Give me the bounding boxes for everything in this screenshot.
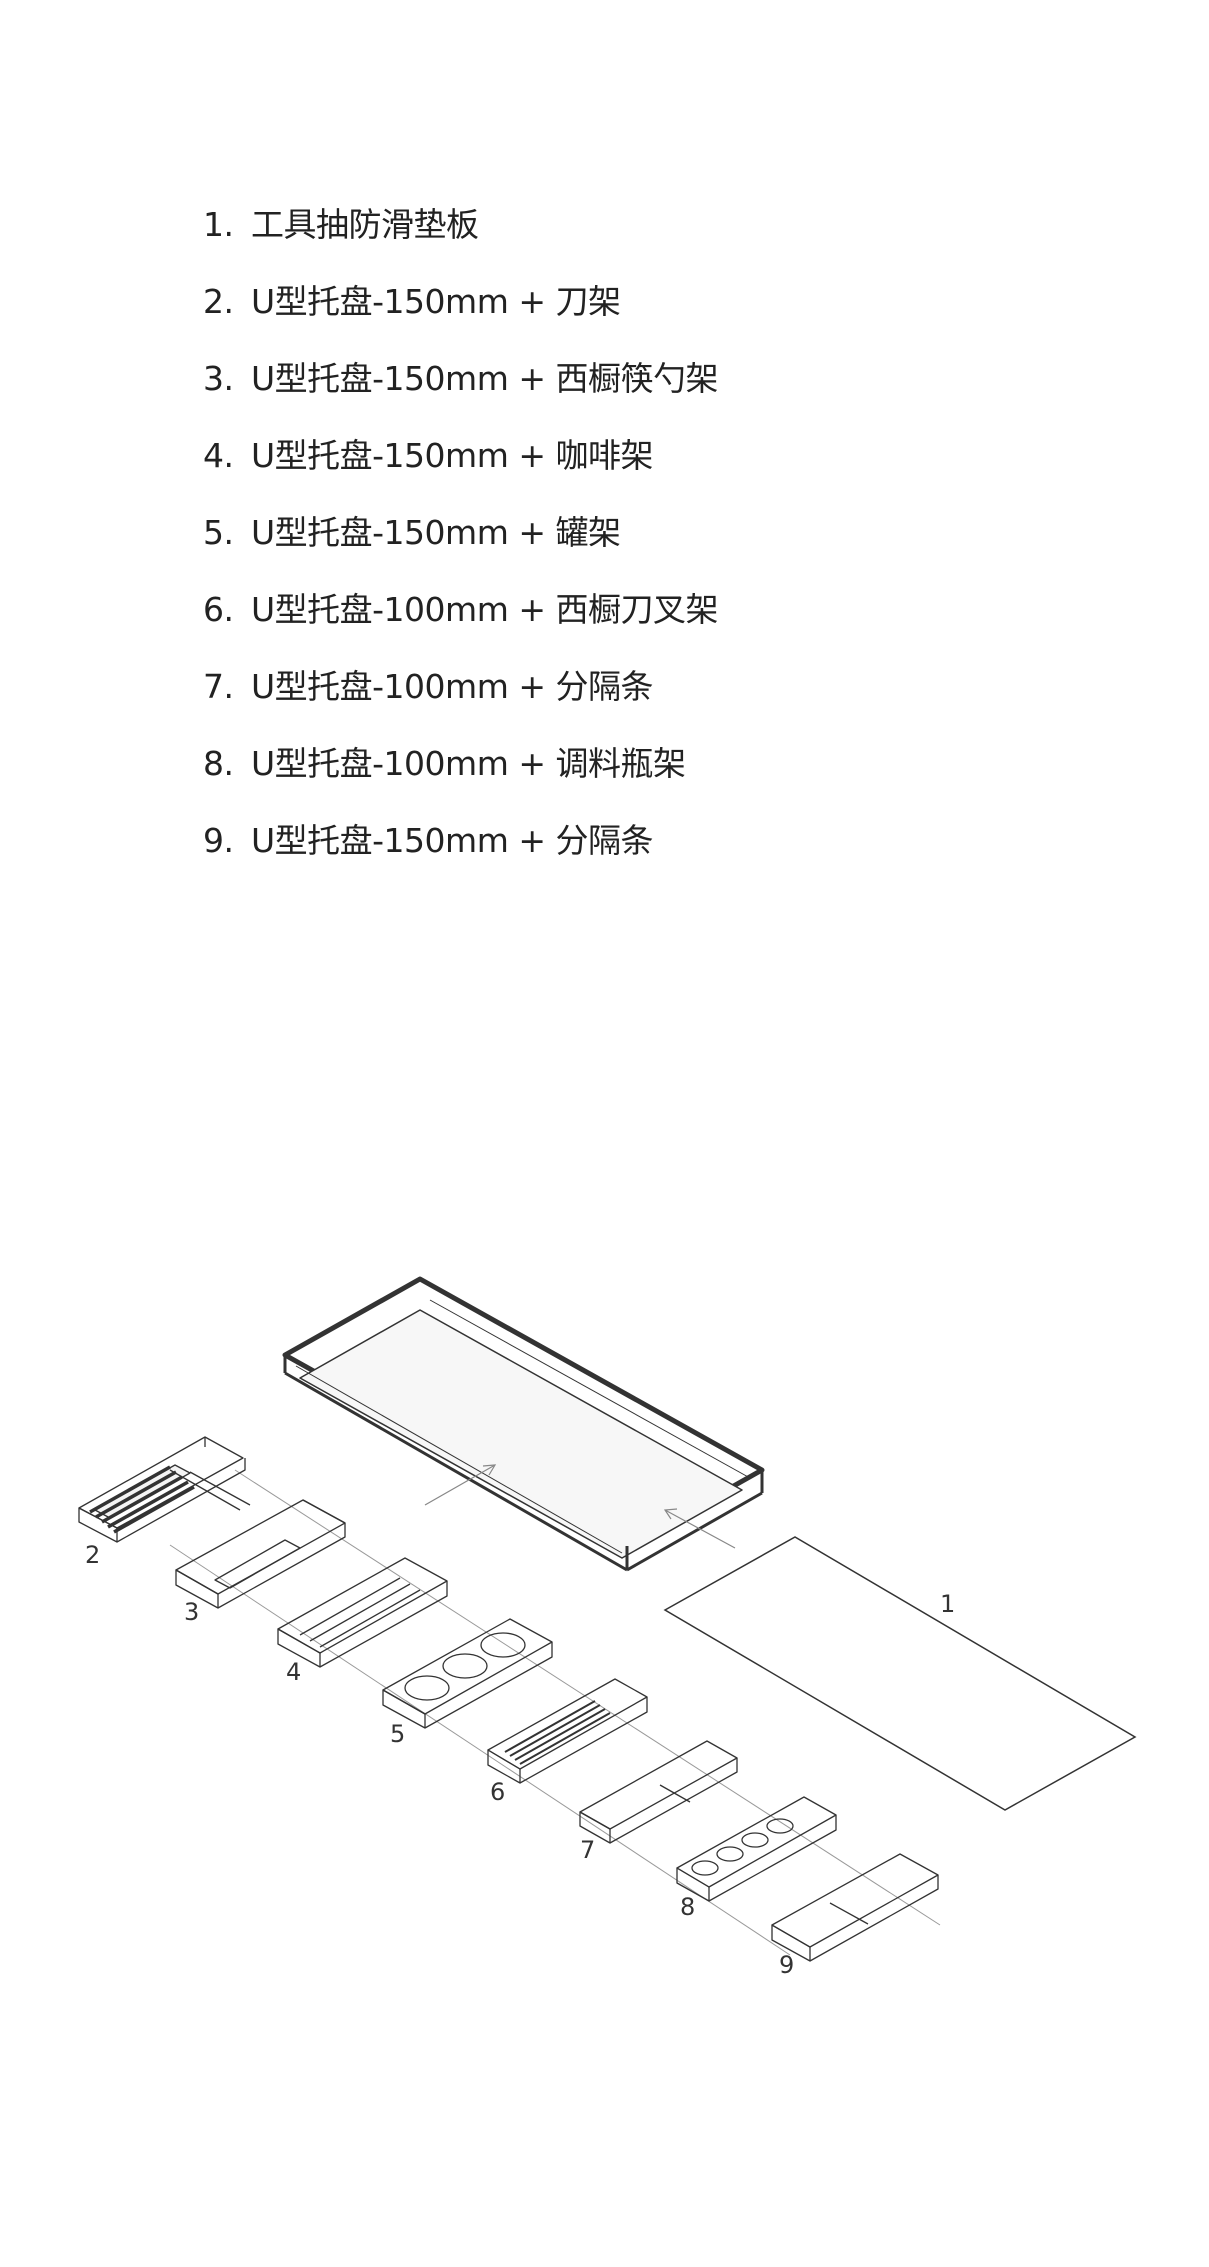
part-item-5: 5. U型托盘-150mm + 罐架	[203, 508, 718, 585]
part-label: U型托盘-150mm + 刀架	[251, 282, 621, 321]
part-label: U型托盘-150mm + 罐架	[251, 513, 621, 552]
callout-9: 9	[779, 1951, 794, 1979]
part-number: 1.	[203, 205, 234, 244]
part-5-canister-tray	[382, 1618, 553, 1729]
part-number: 8.	[203, 744, 234, 783]
part-label: U型托盘-150mm + 西橱筷勺架	[251, 359, 718, 398]
part-item-6: 6. U型托盘-100mm + 西橱刀叉架	[203, 585, 718, 662]
part-number: 7.	[203, 667, 234, 706]
part-item-9: 9. U型托盘-150mm + 分隔条	[203, 816, 718, 893]
part-number: 2.	[203, 282, 234, 321]
part-label: U型托盘-150mm + 咖啡架	[251, 436, 653, 475]
part-item-3: 3. U型托盘-150mm + 西橱筷勺架	[203, 354, 718, 431]
part-number: 9.	[203, 821, 234, 860]
part-4-coffee-tray	[277, 1557, 448, 1668]
part-item-2: 2. U型托盘-150mm + 刀架	[203, 277, 718, 354]
part-7-divider-tray	[579, 1740, 738, 1844]
slide-arrows	[424, 1464, 736, 1549]
part-number: 6.	[203, 590, 234, 629]
part-2-knife-tray	[78, 1436, 251, 1543]
callout-4: 4	[286, 1658, 301, 1686]
callout-8: 8	[680, 1893, 695, 1921]
part-3-cutlery-tray	[175, 1499, 346, 1609]
part-number: 4.	[203, 436, 234, 475]
callout-6: 6	[490, 1778, 505, 1806]
part-1-anti-slip-mat	[663, 1536, 1137, 1811]
part-item-4: 4. U型托盘-150mm + 咖啡架	[203, 431, 718, 508]
parts-list: 1. 工具抽防滑垫板 2. U型托盘-150mm + 刀架 3. U型托盘-150mm…	[203, 200, 718, 893]
part-label: U型托盘-150mm + 分隔条	[251, 821, 653, 860]
part-number: 5.	[203, 513, 234, 552]
part-label: U型托盘-100mm + 调料瓶架	[251, 744, 686, 783]
part-9-divider-tray	[771, 1853, 939, 1962]
part-6-fork-knife-tray	[487, 1678, 648, 1784]
part-label: U型托盘-100mm + 西橱刀叉架	[251, 590, 718, 629]
part-number: 3.	[203, 359, 234, 398]
drawer-frame	[282, 1276, 765, 1572]
part-item-1: 1. 工具抽防滑垫板	[203, 200, 718, 277]
part-label: U型托盘-100mm + 分隔条	[251, 667, 653, 706]
part-item-8: 8. U型托盘-100mm + 调料瓶架	[203, 739, 718, 816]
callout-3: 3	[184, 1598, 199, 1626]
part-8-spice-tray	[676, 1796, 837, 1902]
callout-2: 2	[85, 1541, 100, 1569]
callout-1: 1	[940, 1590, 955, 1618]
assembly-guide-lines	[169, 1469, 941, 1956]
exploded-drawer-diagram: 1 2 3 4 5 6 7 8 9	[78, 1276, 1137, 1979]
callout-7: 7	[580, 1836, 595, 1864]
part-item-7: 7. U型托盘-100mm + 分隔条	[203, 662, 718, 739]
callout-5: 5	[390, 1720, 405, 1748]
part-label: 工具抽防滑垫板	[251, 205, 479, 244]
